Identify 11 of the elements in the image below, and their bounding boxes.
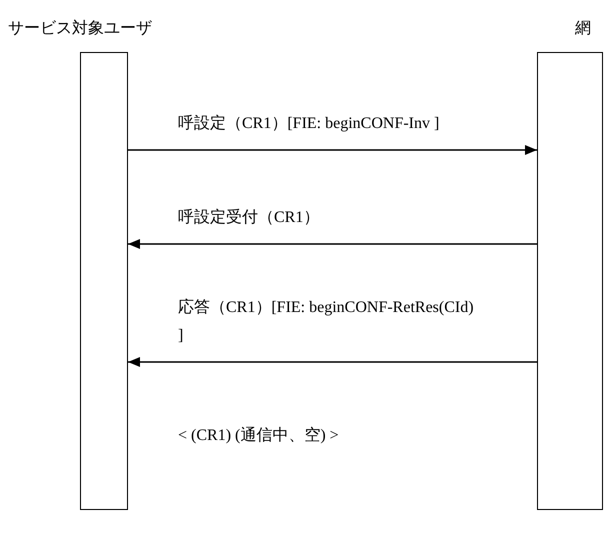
edge-label: 応答（CR1）[FIE: beginCONF-RetRes(CId) ] [178, 298, 475, 346]
lifeline-heading: サービス対象ユーザ [8, 18, 152, 39]
lifeline-bar [537, 52, 603, 510]
arrow [128, 357, 537, 367]
arrow [128, 145, 537, 155]
arrow [128, 239, 537, 249]
edge-label: 呼設定受付（CR1） [178, 208, 320, 228]
status-note: < (CR1) (通信中、空) > [178, 426, 340, 446]
lifeline-bar [80, 52, 128, 510]
lifeline-heading: 網 [575, 18, 591, 39]
edge-label: 呼設定（CR1）[FIE: beginCONF-Inv ] [178, 114, 440, 134]
